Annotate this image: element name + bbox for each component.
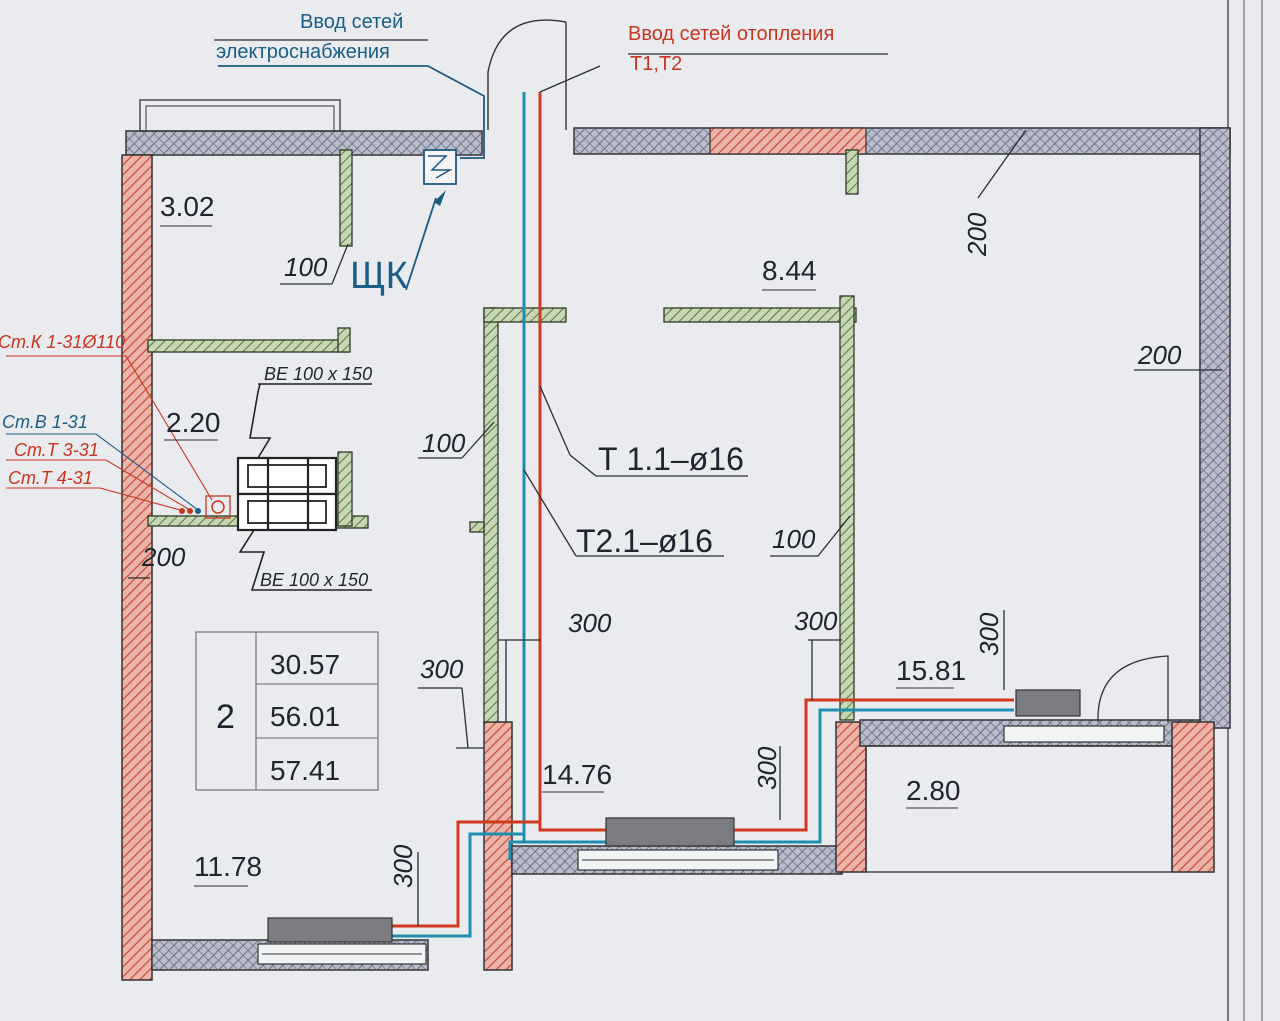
area-summary-table	[195, 631, 379, 791]
heating-input-label-line1: Ввод сетей отопления	[628, 23, 834, 45]
dimension-300-kitchen-b: 300	[794, 606, 838, 636]
dimension-leaders	[128, 39, 1222, 926]
dimension-200-top-right: 200	[962, 212, 992, 257]
vent-top-label: ВЕ 100 х 150	[264, 364, 372, 384]
room-area-balcony: 2.80	[906, 775, 961, 806]
riser-v-label: Ст.В 1-31	[2, 412, 88, 432]
table-total-area-with-balcony: 57.41	[270, 755, 340, 786]
power-input-label-line1: Ввод сетей	[300, 11, 403, 33]
room-label-underlines	[160, 225, 958, 887]
pipe-t2-label: Т2.1–ø16	[576, 523, 713, 559]
balcony-door-swing-icon	[1097, 655, 1169, 723]
vent-grille-icon	[236, 456, 338, 532]
heating-input-label-line2: Т1,Т2	[630, 53, 682, 75]
exterior-walls	[121, 127, 1231, 981]
dimension-200-right: 200	[1137, 340, 1182, 370]
riser-t3-label: Ст.Т 3-31	[14, 440, 99, 460]
power-line	[218, 65, 485, 291]
riser-k-label: Ст.К 1-31Ø110	[0, 332, 125, 352]
power-input-label-line2: электроснабжения	[216, 41, 390, 63]
room-area-wc: 2.20	[166, 407, 221, 438]
entrance-door-swing-icon	[487, 19, 567, 130]
heating-pipes	[392, 92, 1014, 938]
dimension-200-left: 200	[141, 542, 186, 572]
room-area-kitchen: 14.76	[542, 759, 612, 790]
panel-icon	[423, 149, 457, 185]
radiator-icon	[1015, 689, 1081, 717]
dimension-100-bath: 100	[284, 252, 328, 282]
table-total-area: 56.01	[270, 701, 340, 732]
room-area-hall: 8.44	[762, 255, 817, 286]
dimension-300-living: 300	[974, 612, 1004, 656]
vent-arrows	[238, 383, 372, 591]
dimension-300-kitchen-c: 300	[752, 746, 782, 790]
dimension-300-left: 300	[420, 654, 464, 684]
vent-bottom-label: ВЕ 100 х 150	[260, 570, 368, 590]
table-rooms-count: 2	[216, 698, 235, 736]
dimension-100-corridor: 100	[422, 428, 466, 458]
room-area-living: 15.81	[896, 655, 966, 686]
dimension-100-hall-right: 100	[772, 524, 816, 554]
riser-t4-label: Ст.Т 4-31	[8, 468, 93, 488]
table-living-area: 30.57	[270, 649, 340, 680]
dimension-300-bedroom: 300	[388, 844, 418, 888]
dimension-300-kitchen-a: 300	[568, 608, 612, 638]
radiator-icon	[605, 817, 735, 847]
riser-leader-lines	[6, 355, 213, 511]
room-area-bath: 3.02	[160, 191, 215, 222]
pipe-t1-label: Т 1.1–ø16	[598, 441, 744, 477]
room-area-bedroom: 11.78	[194, 851, 262, 882]
radiator-icon	[267, 917, 393, 943]
panel-label: ЩК	[350, 255, 408, 297]
